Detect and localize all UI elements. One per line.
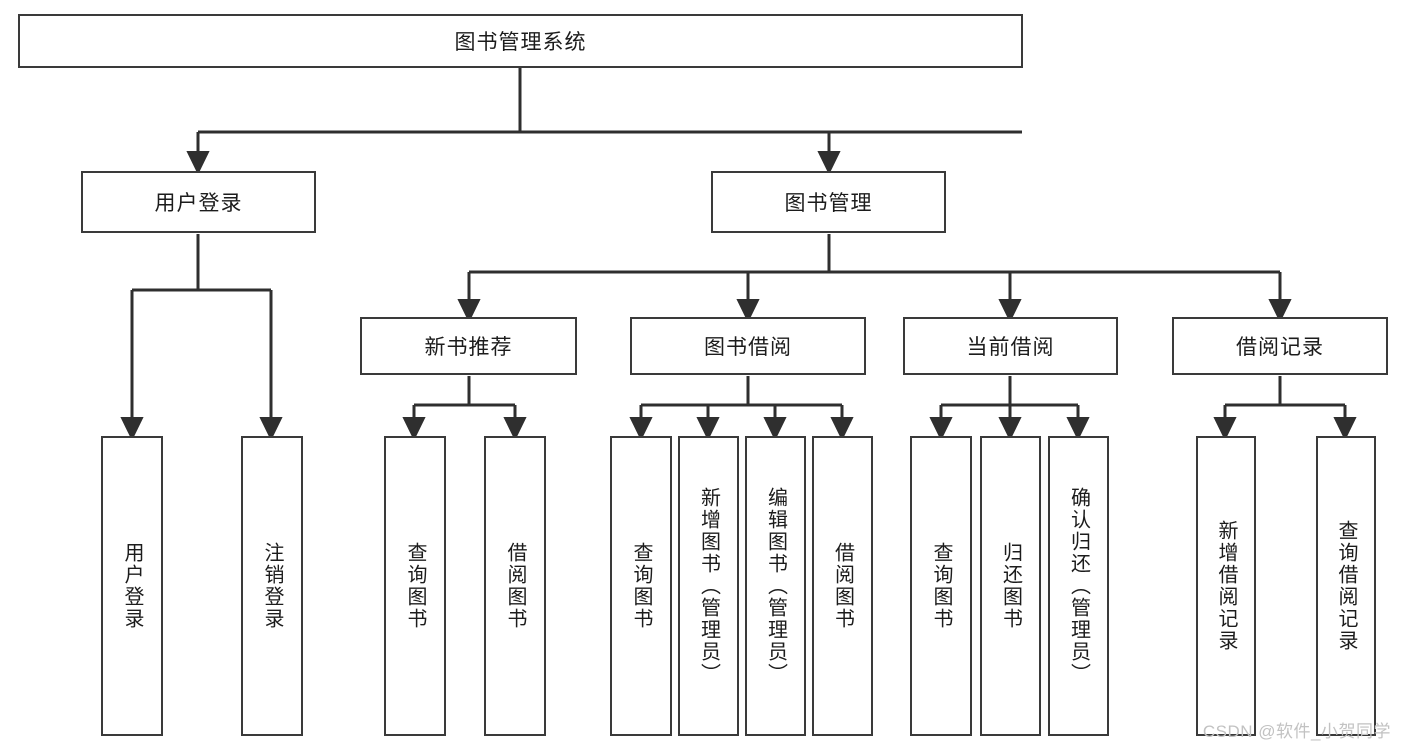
node-label: 确认归还（管理员） [1067, 487, 1090, 685]
csdn-watermark: CSDN @软件_小贺同学 [1202, 722, 1391, 741]
node-book-borrow[interactable]: 图书借阅 [630, 317, 866, 375]
leaf-current-return-book[interactable]: 归还图书 [980, 436, 1041, 736]
node-label: 用户登录 [121, 542, 143, 630]
node-borrow-record[interactable]: 借阅记录 [1172, 317, 1388, 375]
node-label: 注销登录 [261, 542, 283, 630]
node-label: 新书推荐 [424, 336, 513, 359]
node-label: 编辑图书（管理员） [764, 487, 787, 685]
leaf-borrow-add-book-admin[interactable]: 新增图书（管理员） [678, 436, 739, 736]
node-root-library-system[interactable]: 图书管理系统 [18, 14, 1023, 68]
node-label: 借阅图书 [831, 542, 854, 630]
node-label: 图书管理 [784, 192, 873, 215]
leaf-borrow-query-book[interactable]: 查询图书 [610, 436, 672, 736]
node-label: 归还图书 [999, 542, 1022, 630]
leaf-record-add-record[interactable]: 新增借阅记录 [1196, 436, 1256, 736]
node-label: 当前借阅 [966, 336, 1055, 359]
leaf-user-login-login[interactable]: 用户登录 [101, 436, 163, 736]
node-label: 新增借阅记录 [1215, 520, 1237, 652]
node-label: 查询图书 [404, 542, 426, 630]
node-user-login[interactable]: 用户登录 [81, 171, 316, 233]
leaf-recommend-query-book[interactable]: 查询图书 [384, 436, 446, 736]
leaf-recommend-borrow-book[interactable]: 借阅图书 [484, 436, 546, 736]
node-label: 图书借阅 [704, 336, 792, 359]
leaf-current-confirm-return-admin[interactable]: 确认归还（管理员） [1048, 436, 1109, 736]
node-label: 查询借阅记录 [1335, 520, 1357, 652]
node-label: 查询图书 [930, 542, 952, 630]
node-new-book-recommend[interactable]: 新书推荐 [360, 317, 577, 375]
leaf-current-query-book[interactable]: 查询图书 [910, 436, 972, 736]
node-label: 用户登录 [154, 192, 243, 215]
node-label: 新增图书（管理员） [697, 487, 720, 685]
node-book-management[interactable]: 图书管理 [711, 171, 946, 233]
leaf-borrow-borrow-book[interactable]: 借阅图书 [812, 436, 873, 736]
node-label: 查询图书 [630, 542, 652, 630]
leaf-user-login-logout[interactable]: 注销登录 [241, 436, 303, 736]
node-label: 借阅图书 [504, 542, 526, 630]
node-label: 图书管理系统 [454, 31, 587, 54]
node-label: 借阅记录 [1236, 336, 1324, 359]
leaf-borrow-edit-book-admin[interactable]: 编辑图书（管理员） [745, 436, 806, 736]
leaf-record-query-record[interactable]: 查询借阅记录 [1316, 436, 1376, 736]
node-current-borrow[interactable]: 当前借阅 [903, 317, 1118, 375]
